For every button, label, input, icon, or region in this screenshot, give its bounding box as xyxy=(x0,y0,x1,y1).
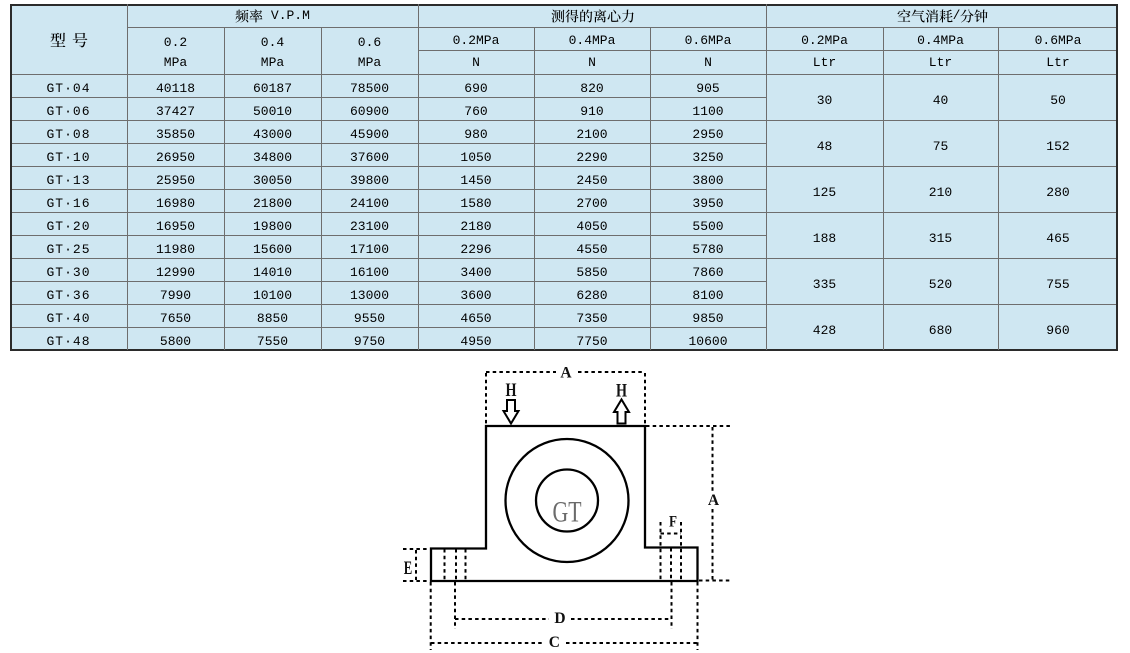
svg-text:H: H xyxy=(616,380,627,401)
svg-text:GT: GT xyxy=(553,496,582,529)
svg-text:C: C xyxy=(549,634,560,651)
svg-text:E: E xyxy=(404,558,413,579)
svg-text:A: A xyxy=(708,492,720,509)
svg-text:D: D xyxy=(554,610,565,627)
svg-text:A: A xyxy=(560,364,572,381)
svg-text:F: F xyxy=(669,513,677,530)
svg-text:H: H xyxy=(506,380,517,401)
